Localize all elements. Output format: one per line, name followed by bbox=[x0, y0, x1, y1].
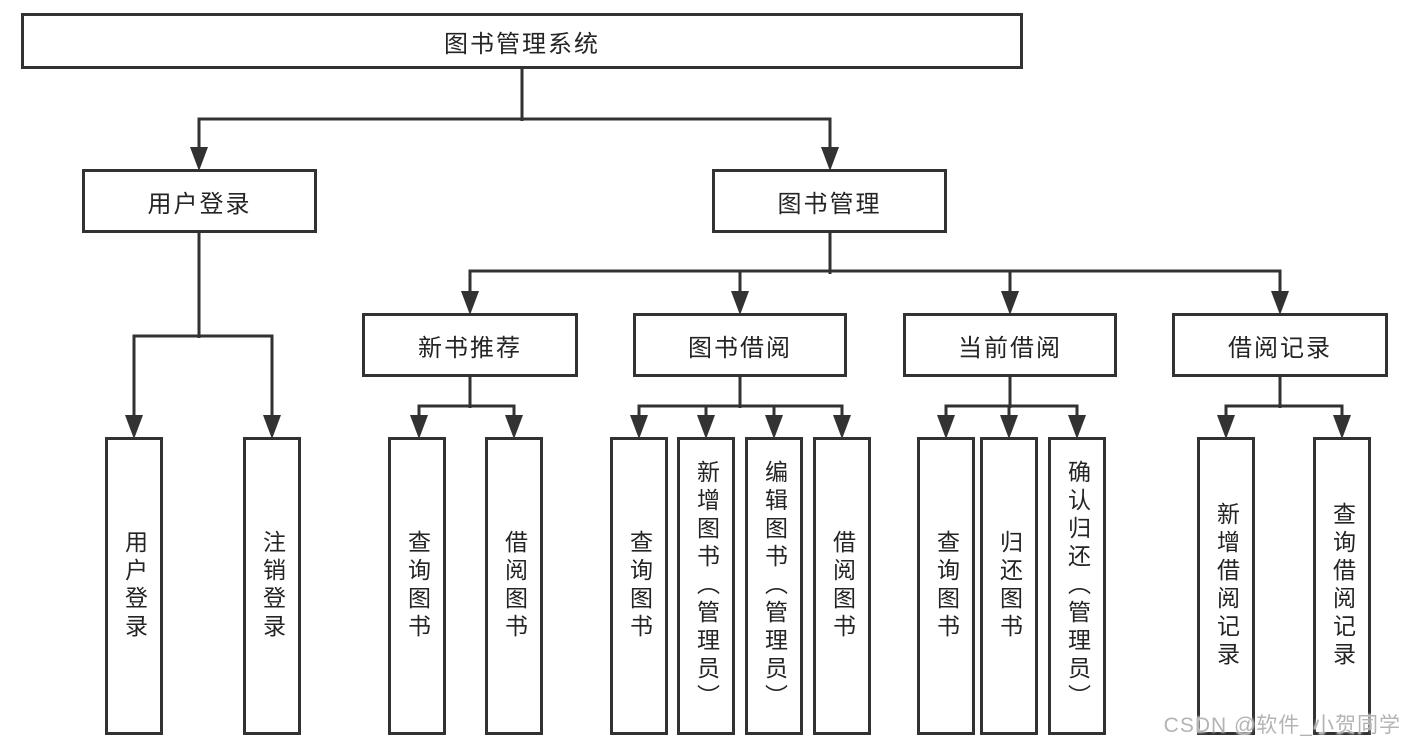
node-new-book-recommend: 新书推荐 bbox=[362, 313, 578, 377]
arrow-down-icon bbox=[821, 147, 839, 171]
connector-level2-branch bbox=[197, 117, 832, 150]
node-root: 图书管理系统 bbox=[21, 13, 1023, 69]
leaf-records-query-record: 查询借阅记录 bbox=[1313, 437, 1371, 735]
leaf-current-query-books: 查询图书 bbox=[917, 437, 975, 735]
arrow-down-icon bbox=[1333, 415, 1351, 439]
arrow-down-icon bbox=[263, 415, 281, 439]
arrow-down-icon bbox=[833, 415, 851, 439]
arrow-down-icon bbox=[125, 415, 143, 439]
node-book-management: 图书管理 bbox=[712, 169, 947, 233]
node-borrow-records: 借阅记录 bbox=[1172, 313, 1388, 377]
leaf-borrow-add-books-admin: 新增图书（管理员） bbox=[677, 437, 735, 735]
node-current-borrow: 当前借阅 bbox=[903, 313, 1117, 377]
watermark: CSDN @软件_小贺同学 bbox=[1163, 714, 1401, 737]
connector-current-branch bbox=[944, 404, 1079, 418]
arrow-down-icon bbox=[1000, 415, 1018, 439]
arrow-down-icon bbox=[410, 415, 428, 439]
leaf-borrow-borrow-books: 借阅图书 bbox=[813, 437, 871, 735]
connector-borrow-branch bbox=[637, 404, 844, 418]
leaf-newbooks-borrow-books: 借阅图书 bbox=[485, 437, 543, 735]
leaf-borrow-query-books: 查询图书 bbox=[610, 437, 668, 735]
leaf-records-add-record: 新增借阅记录 bbox=[1197, 437, 1255, 735]
node-user-login: 用户登录 bbox=[82, 169, 317, 233]
arrow-down-icon bbox=[190, 147, 208, 171]
arrow-down-icon bbox=[1217, 415, 1235, 439]
leaf-current-return-books: 归还图书 bbox=[980, 437, 1038, 735]
leaf-borrow-edit-books-admin: 编辑图书（管理员） bbox=[745, 437, 803, 735]
arrow-down-icon bbox=[505, 415, 523, 439]
arrow-down-icon bbox=[1001, 291, 1019, 315]
arrow-down-icon bbox=[697, 415, 715, 439]
arrow-down-icon bbox=[1271, 291, 1289, 315]
arrow-down-icon bbox=[1068, 415, 1086, 439]
connector-userlogin-branch bbox=[132, 334, 274, 418]
connector-level3-branch bbox=[468, 269, 1282, 294]
arrow-down-icon bbox=[461, 291, 479, 315]
arrow-down-icon bbox=[937, 415, 955, 439]
leaf-user-login: 用户登录 bbox=[105, 437, 163, 735]
arrow-down-icon bbox=[765, 415, 783, 439]
leaf-newbooks-query-books: 查询图书 bbox=[388, 437, 446, 735]
connector-newbooks-branch bbox=[417, 404, 516, 418]
connector-records-branch bbox=[1224, 404, 1344, 418]
leaf-current-confirm-return-admin: 确认归还（管理员） bbox=[1048, 437, 1106, 735]
arrow-down-icon bbox=[630, 415, 648, 439]
node-book-borrow: 图书借阅 bbox=[633, 313, 847, 377]
leaf-logout: 注销登录 bbox=[243, 437, 301, 735]
arrow-down-icon bbox=[731, 291, 749, 315]
